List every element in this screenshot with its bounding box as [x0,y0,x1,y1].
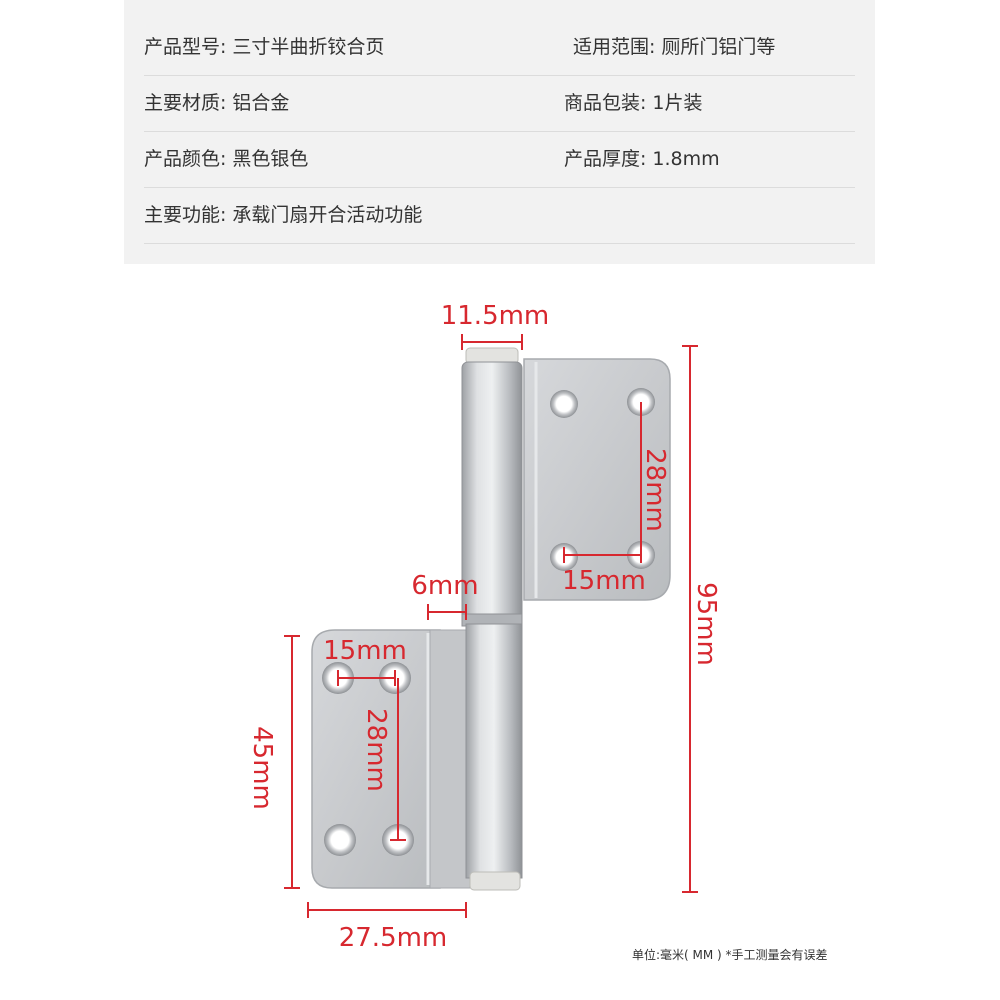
spec-color-value: 黑色银色 [232,148,309,170]
label-lower-horizontal: 15mm [323,636,407,666]
spec-material-label: 主要材质: [144,92,227,114]
hinge-diagram: 11.5mm 28mm 15mm 6mm 95mm 15mm 28mm 45mm… [247,301,721,953]
label-lower-vertical: 28mm [361,708,391,792]
lower-leaf-knuckle [429,629,471,889]
spec-thickness-value: 1.8mm [652,148,720,170]
spec-function-label: 主要功能: [144,204,227,226]
lower-leaf [311,629,441,889]
spec-thickness: 产品厚度:1.8mm [564,132,720,187]
spec-row-4: 主要功能:承载门扇开合活动功能 [144,188,855,244]
spec-function-value: 承载门扇开合活动功能 [232,204,423,226]
lower-hole-bottom-left [324,824,356,856]
spec-package-label: 商品包装: [564,92,647,114]
spec-color-label: 产品颜色: [144,148,227,170]
spec-model-label: 产品型号: [144,36,227,58]
upper-leaf [523,358,671,601]
spec-thickness-label: 产品厚度: [564,148,647,170]
label-lower-leaf-width: 27.5mm [339,923,448,953]
spec-row-1: 产品型号:三寸半曲折铰合页 适用范围:厕所门铝门等 [144,20,855,76]
label-total-height: 95mm [691,582,721,666]
spec-model: 产品型号:三寸半曲折铰合页 [144,20,384,75]
spec-function: 主要功能:承载门扇开合活动功能 [144,188,422,243]
barrel-bottom-cap [469,871,521,891]
spec-scope-label: 适用范围: [573,36,656,58]
spec-package: 商品包装:1片装 [564,76,703,131]
spec-scope-value: 厕所门铝门等 [661,36,776,58]
spec-model-value: 三寸半曲折铰合页 [232,36,385,58]
label-barrel-width: 11.5mm [441,301,550,331]
spec-package-value: 1片装 [652,92,703,114]
upper-hole-top-left [550,390,578,418]
spec-row-2: 主要材质:铝合金 商品包装:1片装 [144,76,855,132]
barrel-lower [465,623,523,879]
spec-material-value: 铝合金 [232,92,290,114]
spec-panel: 产品型号:三寸半曲折铰合页 适用范围:厕所门铝门等 主要材质:铝合金 商品包装:… [124,0,875,264]
label-offset: 6mm [411,571,478,601]
spec-material: 主要材质:铝合金 [144,76,289,131]
footnote: 单位:毫米( MM ) *手工测量会有误差 [632,948,828,962]
label-lower-leaf-height: 45mm [247,726,277,810]
spec-color: 产品颜色:黑色银色 [144,132,308,187]
spec-row-3: 产品颜色:黑色银色 产品厚度:1.8mm [144,132,855,188]
label-upper-horizontal: 15mm [562,566,646,596]
spec-scope: 适用范围:厕所门铝门等 [573,20,775,75]
label-upper-vertical: 28mm [640,448,670,532]
